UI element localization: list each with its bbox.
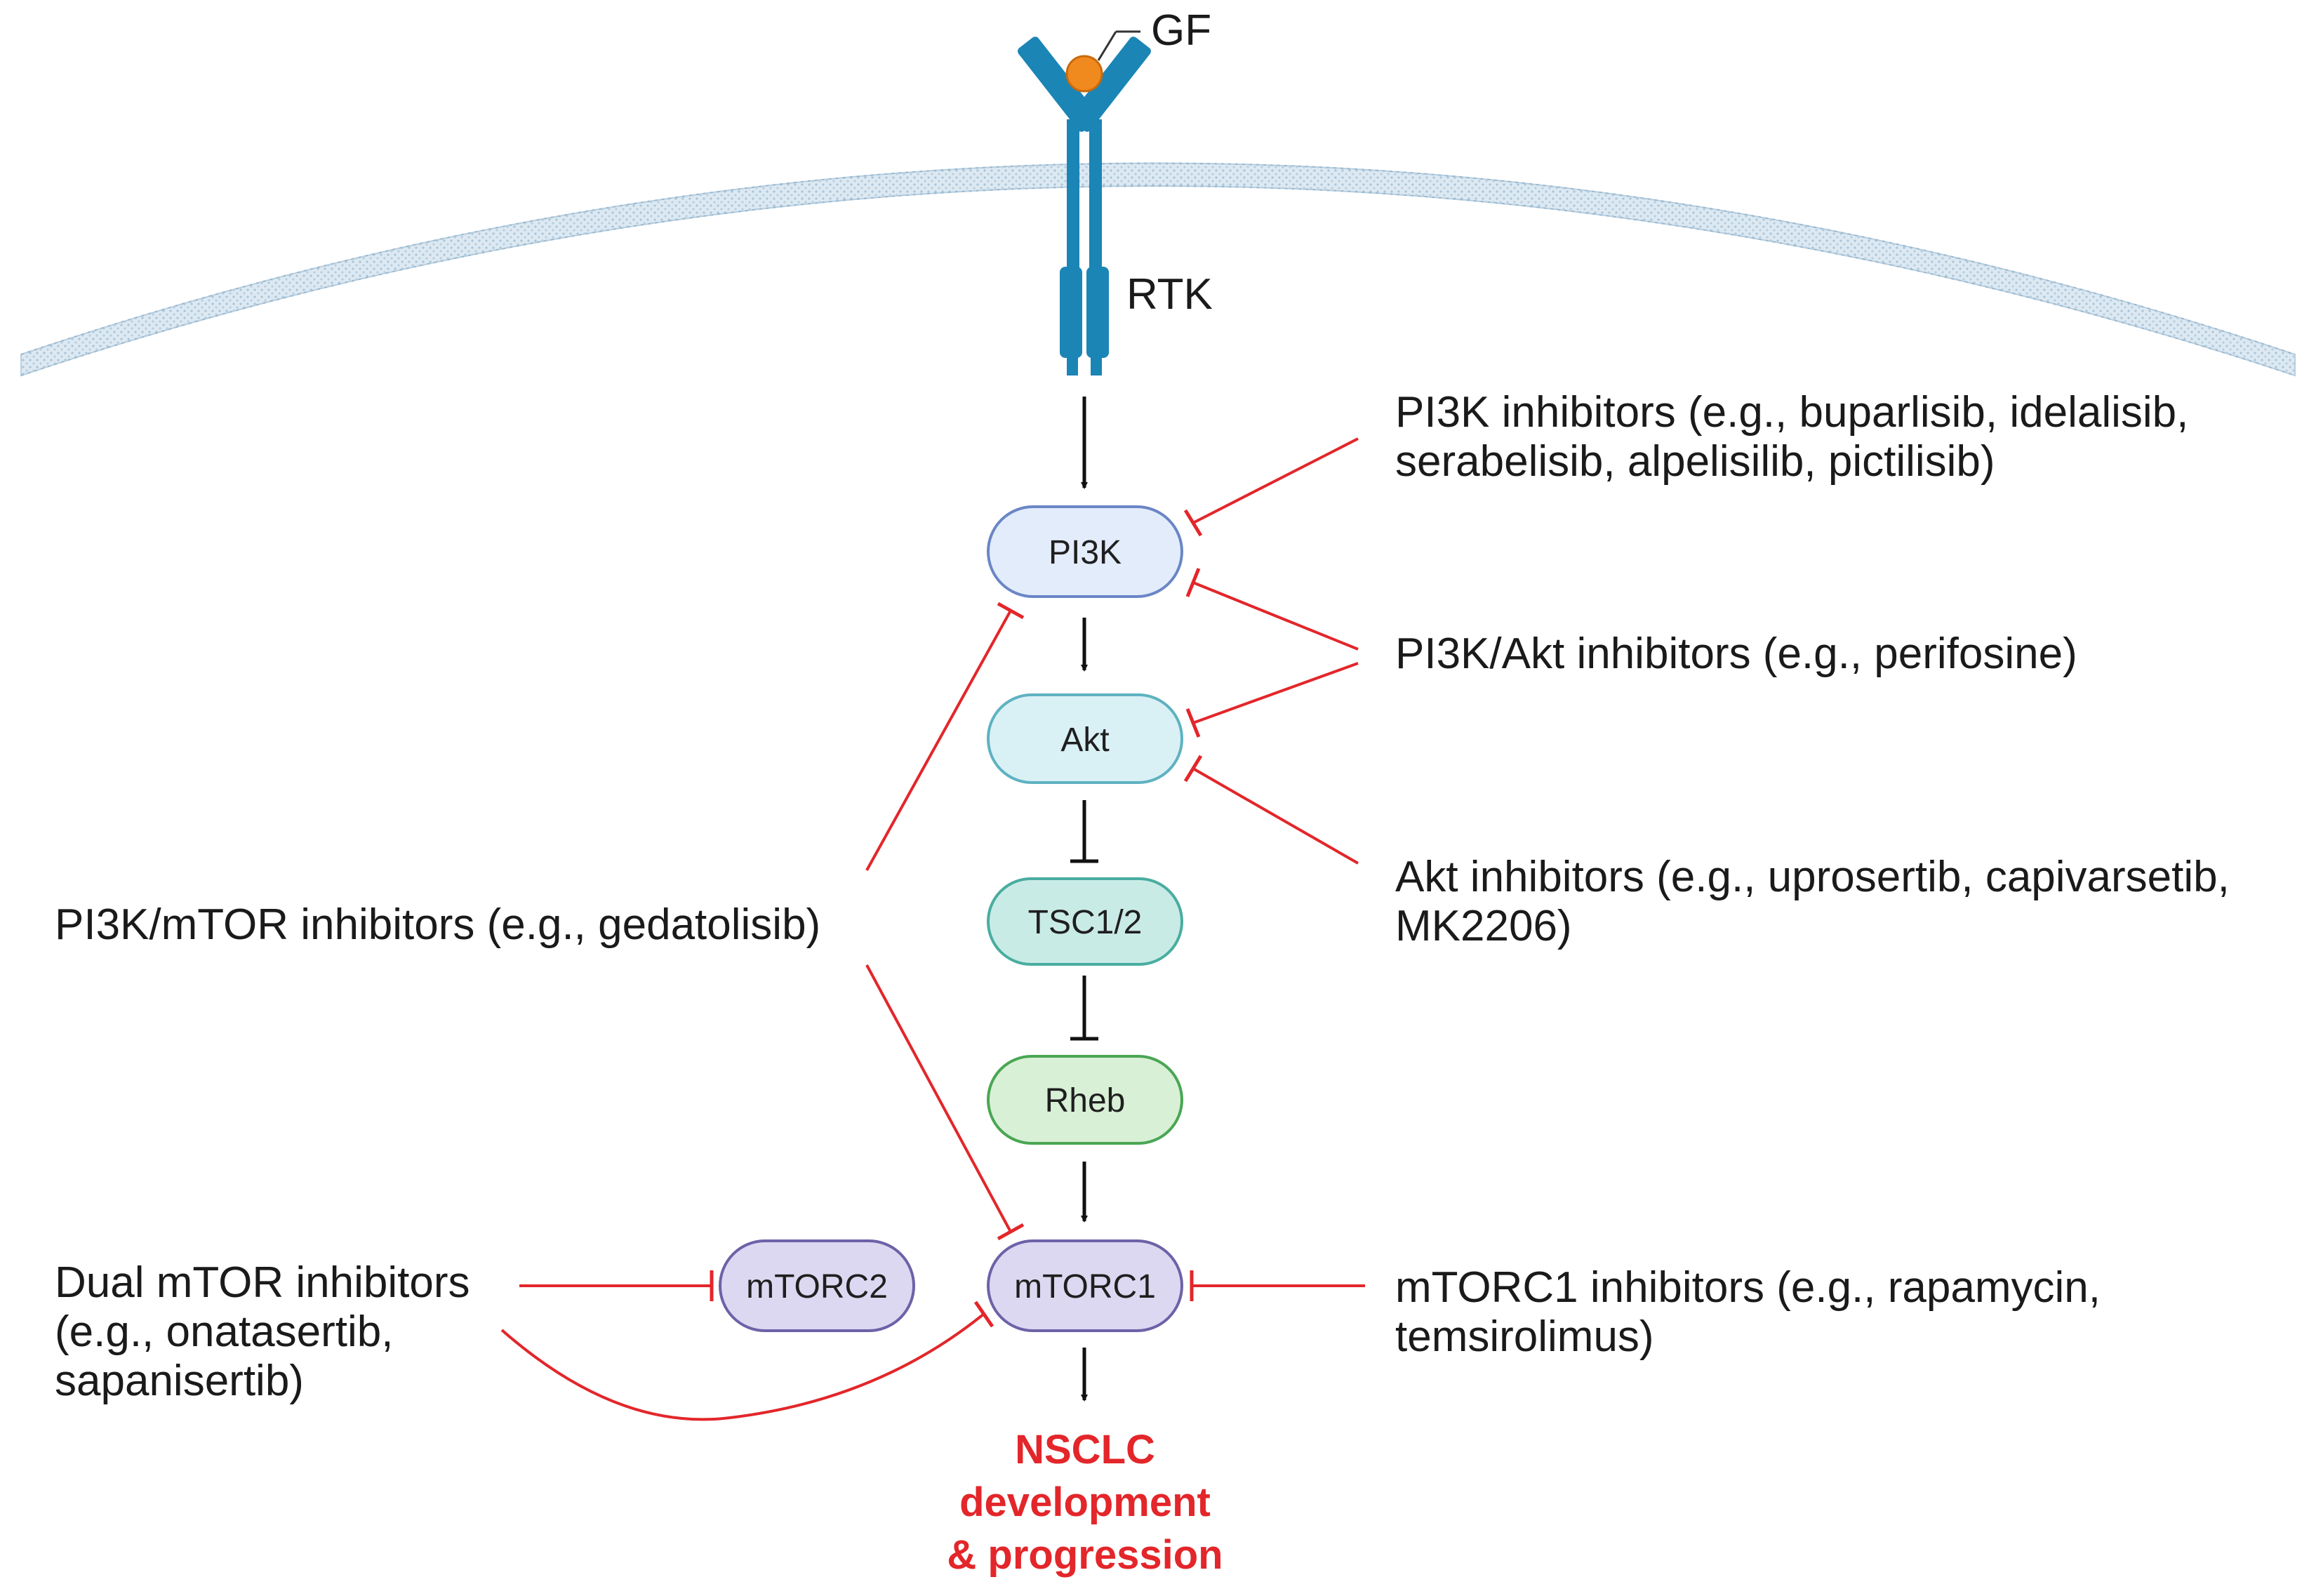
node-tsc: TSC1/2 bbox=[987, 877, 1183, 966]
node-pi3k-label: PI3K bbox=[1049, 534, 1122, 571]
rtk-receptor bbox=[1018, 36, 1151, 375]
pi3k-akt-to-pi3k-line bbox=[1192, 581, 1359, 651]
cell-membrane bbox=[20, 162, 2296, 377]
node-akt: Akt bbox=[987, 693, 1183, 784]
growth-factor-ligand: GF bbox=[1065, 6, 1211, 93]
outcome-line-3: & progression bbox=[947, 1532, 1223, 1578]
pi3k-inhibitors-line-1: PI3K inhibitors (e.g., buparlisib, idela… bbox=[1395, 388, 2188, 437]
node-akt-label: Akt bbox=[1060, 721, 1109, 759]
dual-mtor-to-mtorc1-line bbox=[500, 1312, 985, 1421]
inhibition-lines bbox=[500, 437, 1365, 1421]
outcome-label: NSCLC development & progression bbox=[947, 1427, 1223, 1578]
node-rheb: Rheb bbox=[987, 1055, 1183, 1145]
pi3k-mtor-to-pi3k-line bbox=[865, 610, 1012, 871]
akt-inhibitors-line-1: Akt inhibitors (e.g., uprosertib, capiva… bbox=[1395, 853, 2230, 901]
dual-mtor-inhibitors-line-1: Dual mTOR inhibitors bbox=[55, 1258, 470, 1307]
pi3k-mtor-to-mtorc1-line bbox=[865, 964, 1012, 1232]
node-mtorc2-label: mTORC2 bbox=[746, 1268, 888, 1305]
node-pi3k: PI3K bbox=[987, 505, 1183, 598]
pathway-connectors bbox=[1070, 397, 1098, 1402]
pi3k-inhibitor-line bbox=[1192, 437, 1359, 524]
pi3k-inhibitors-line-2: serabelisib, alpelisilib, pictilisib) bbox=[1395, 437, 1995, 486]
node-rheb-label: Rheb bbox=[1045, 1082, 1126, 1119]
inhibitor-labels: PI3K inhibitors (e.g., buparlisib, idela… bbox=[55, 388, 2230, 1405]
pi3k-mtor-inhibitors-label: PI3K/mTOR inhibitors (e.g., gedatolisib) bbox=[55, 900, 820, 949]
node-mtorc1: mTORC1 bbox=[987, 1239, 1183, 1332]
akt-inhibitors-line-2: MK2206) bbox=[1395, 902, 1572, 950]
rtk-label: RTK bbox=[1126, 270, 1213, 319]
pi3k-akt-inhibitors-label: PI3K/Akt inhibitors (e.g., perifosine) bbox=[1395, 630, 2077, 678]
akt-inhibitor-line bbox=[1192, 767, 1359, 865]
node-mtorc2: mTORC2 bbox=[719, 1239, 915, 1332]
mtorc1-inhibitors-line-2: temsirolimus) bbox=[1395, 1312, 1654, 1361]
pi3k-akt-to-akt-line bbox=[1192, 662, 1359, 724]
dual-mtor-inhibitors-line-2: (e.g., onatasertib, bbox=[55, 1308, 394, 1356]
outcome-line-1: NSCLC bbox=[1015, 1427, 1155, 1472]
gf-label: GF bbox=[1151, 6, 1211, 55]
outcome-line-2: development bbox=[959, 1479, 1211, 1525]
node-tsc-label: TSC1/2 bbox=[1028, 904, 1143, 941]
mtorc1-inhibitors-line-1: mTORC1 inhibitors (e.g., rapamycin, bbox=[1395, 1263, 2101, 1312]
dual-mtor-inhibitors-line-3: sapanisertib) bbox=[55, 1357, 304, 1405]
node-mtorc1-label: mTORC1 bbox=[1014, 1268, 1156, 1305]
